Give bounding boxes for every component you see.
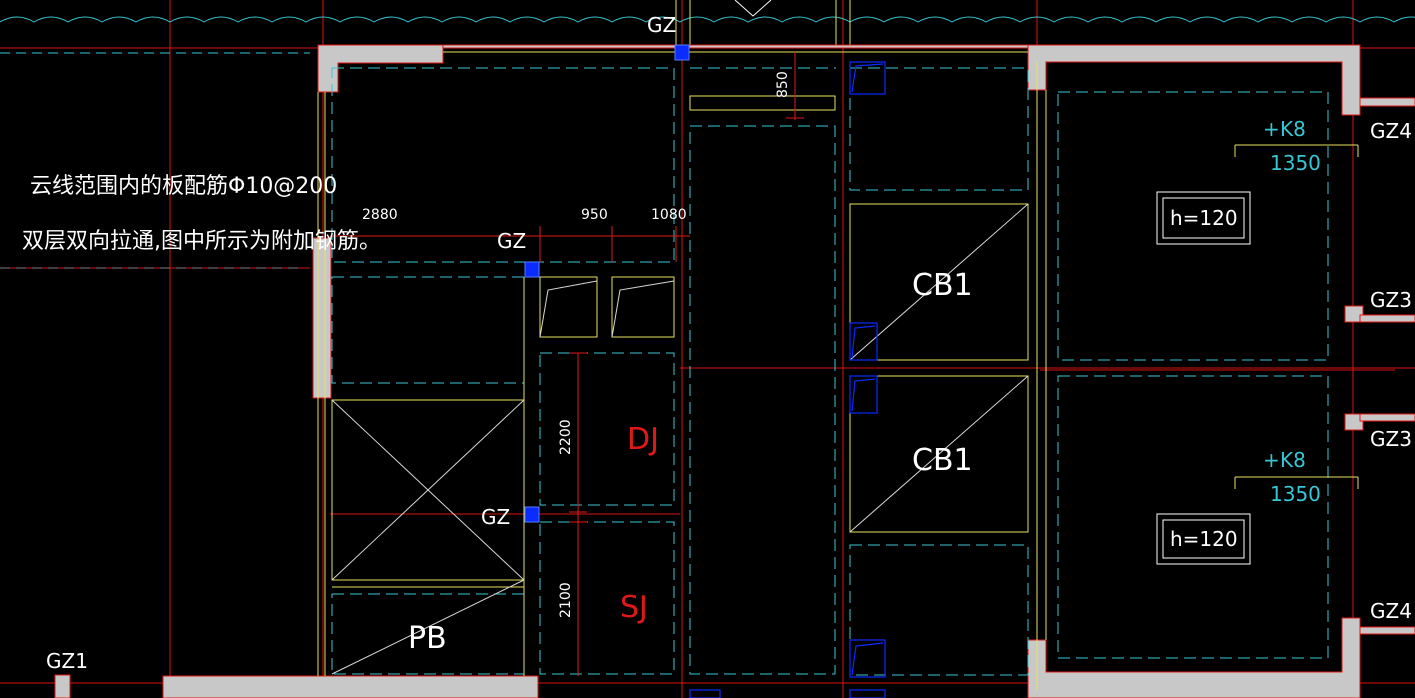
gz-column-label-top: GZ: [647, 13, 676, 37]
blue-openings: [689, 61, 886, 698]
rebar-length-lower: 1350: [1270, 482, 1321, 506]
slab-outlines: [331, 67, 1329, 676]
gz-column-label-mid: GZ: [497, 229, 526, 253]
slab-label-pb: PB: [408, 621, 447, 656]
rebar-plus-lower: +: [1263, 448, 1280, 472]
thickness-box-upper: [1156, 191, 1251, 245]
dim-850: 850: [775, 71, 791, 98]
wall-outlines: [317, 51, 1047, 690]
gz-columns: [524, 44, 690, 523]
thickness-box-lower: [1156, 513, 1251, 565]
gz4-column-label-bottom: GZ4: [1370, 599, 1412, 623]
gz3-column-label-a: GZ3: [1370, 288, 1412, 312]
gz-column-label-lower: GZ: [481, 505, 510, 529]
rebar-mark-lower: K8: [1280, 448, 1306, 472]
dim-2880: 2880: [362, 207, 398, 223]
rebar-length-upper: 1350: [1270, 151, 1321, 175]
slab-label-cb1-upper: CB1: [912, 268, 973, 303]
room-label-dj: DJ: [627, 422, 659, 457]
note-line-1: 云线范围内的板配筋Φ10@200: [30, 174, 337, 199]
room-label-sj: SJ: [620, 590, 648, 625]
gz4-column-label-top: GZ4: [1370, 119, 1412, 143]
dim-2200: 2200: [558, 419, 574, 455]
walls: [54, 44, 1415, 698]
dim-1080: 1080: [651, 207, 687, 223]
note-line-2: 双层双向拉通,图中所示为附加钢筋。: [22, 229, 381, 254]
gz1-column-label: GZ1: [46, 649, 88, 673]
yellow-openings: [331, 95, 1359, 676]
rebar-plus-upper: +: [1263, 117, 1280, 141]
rebar-mark-upper: K8: [1280, 117, 1306, 141]
slab-thickness-upper: h=120: [1170, 206, 1238, 230]
dimension-lines: [330, 52, 804, 676]
slab-diagonals: [331, 203, 1029, 675]
dim-2100: 2100: [558, 582, 574, 618]
gz3-column-label-b: GZ3: [1370, 427, 1412, 451]
slab-label-cb1-lower: CB1: [912, 443, 973, 478]
revision-cloud-line: [0, 16, 1415, 23]
slab-thickness-lower: h=120: [1170, 527, 1238, 551]
dim-950: 950: [581, 207, 608, 223]
top-arrow-mark: [734, 0, 772, 17]
top-yellow-lines: [675, 0, 851, 45]
